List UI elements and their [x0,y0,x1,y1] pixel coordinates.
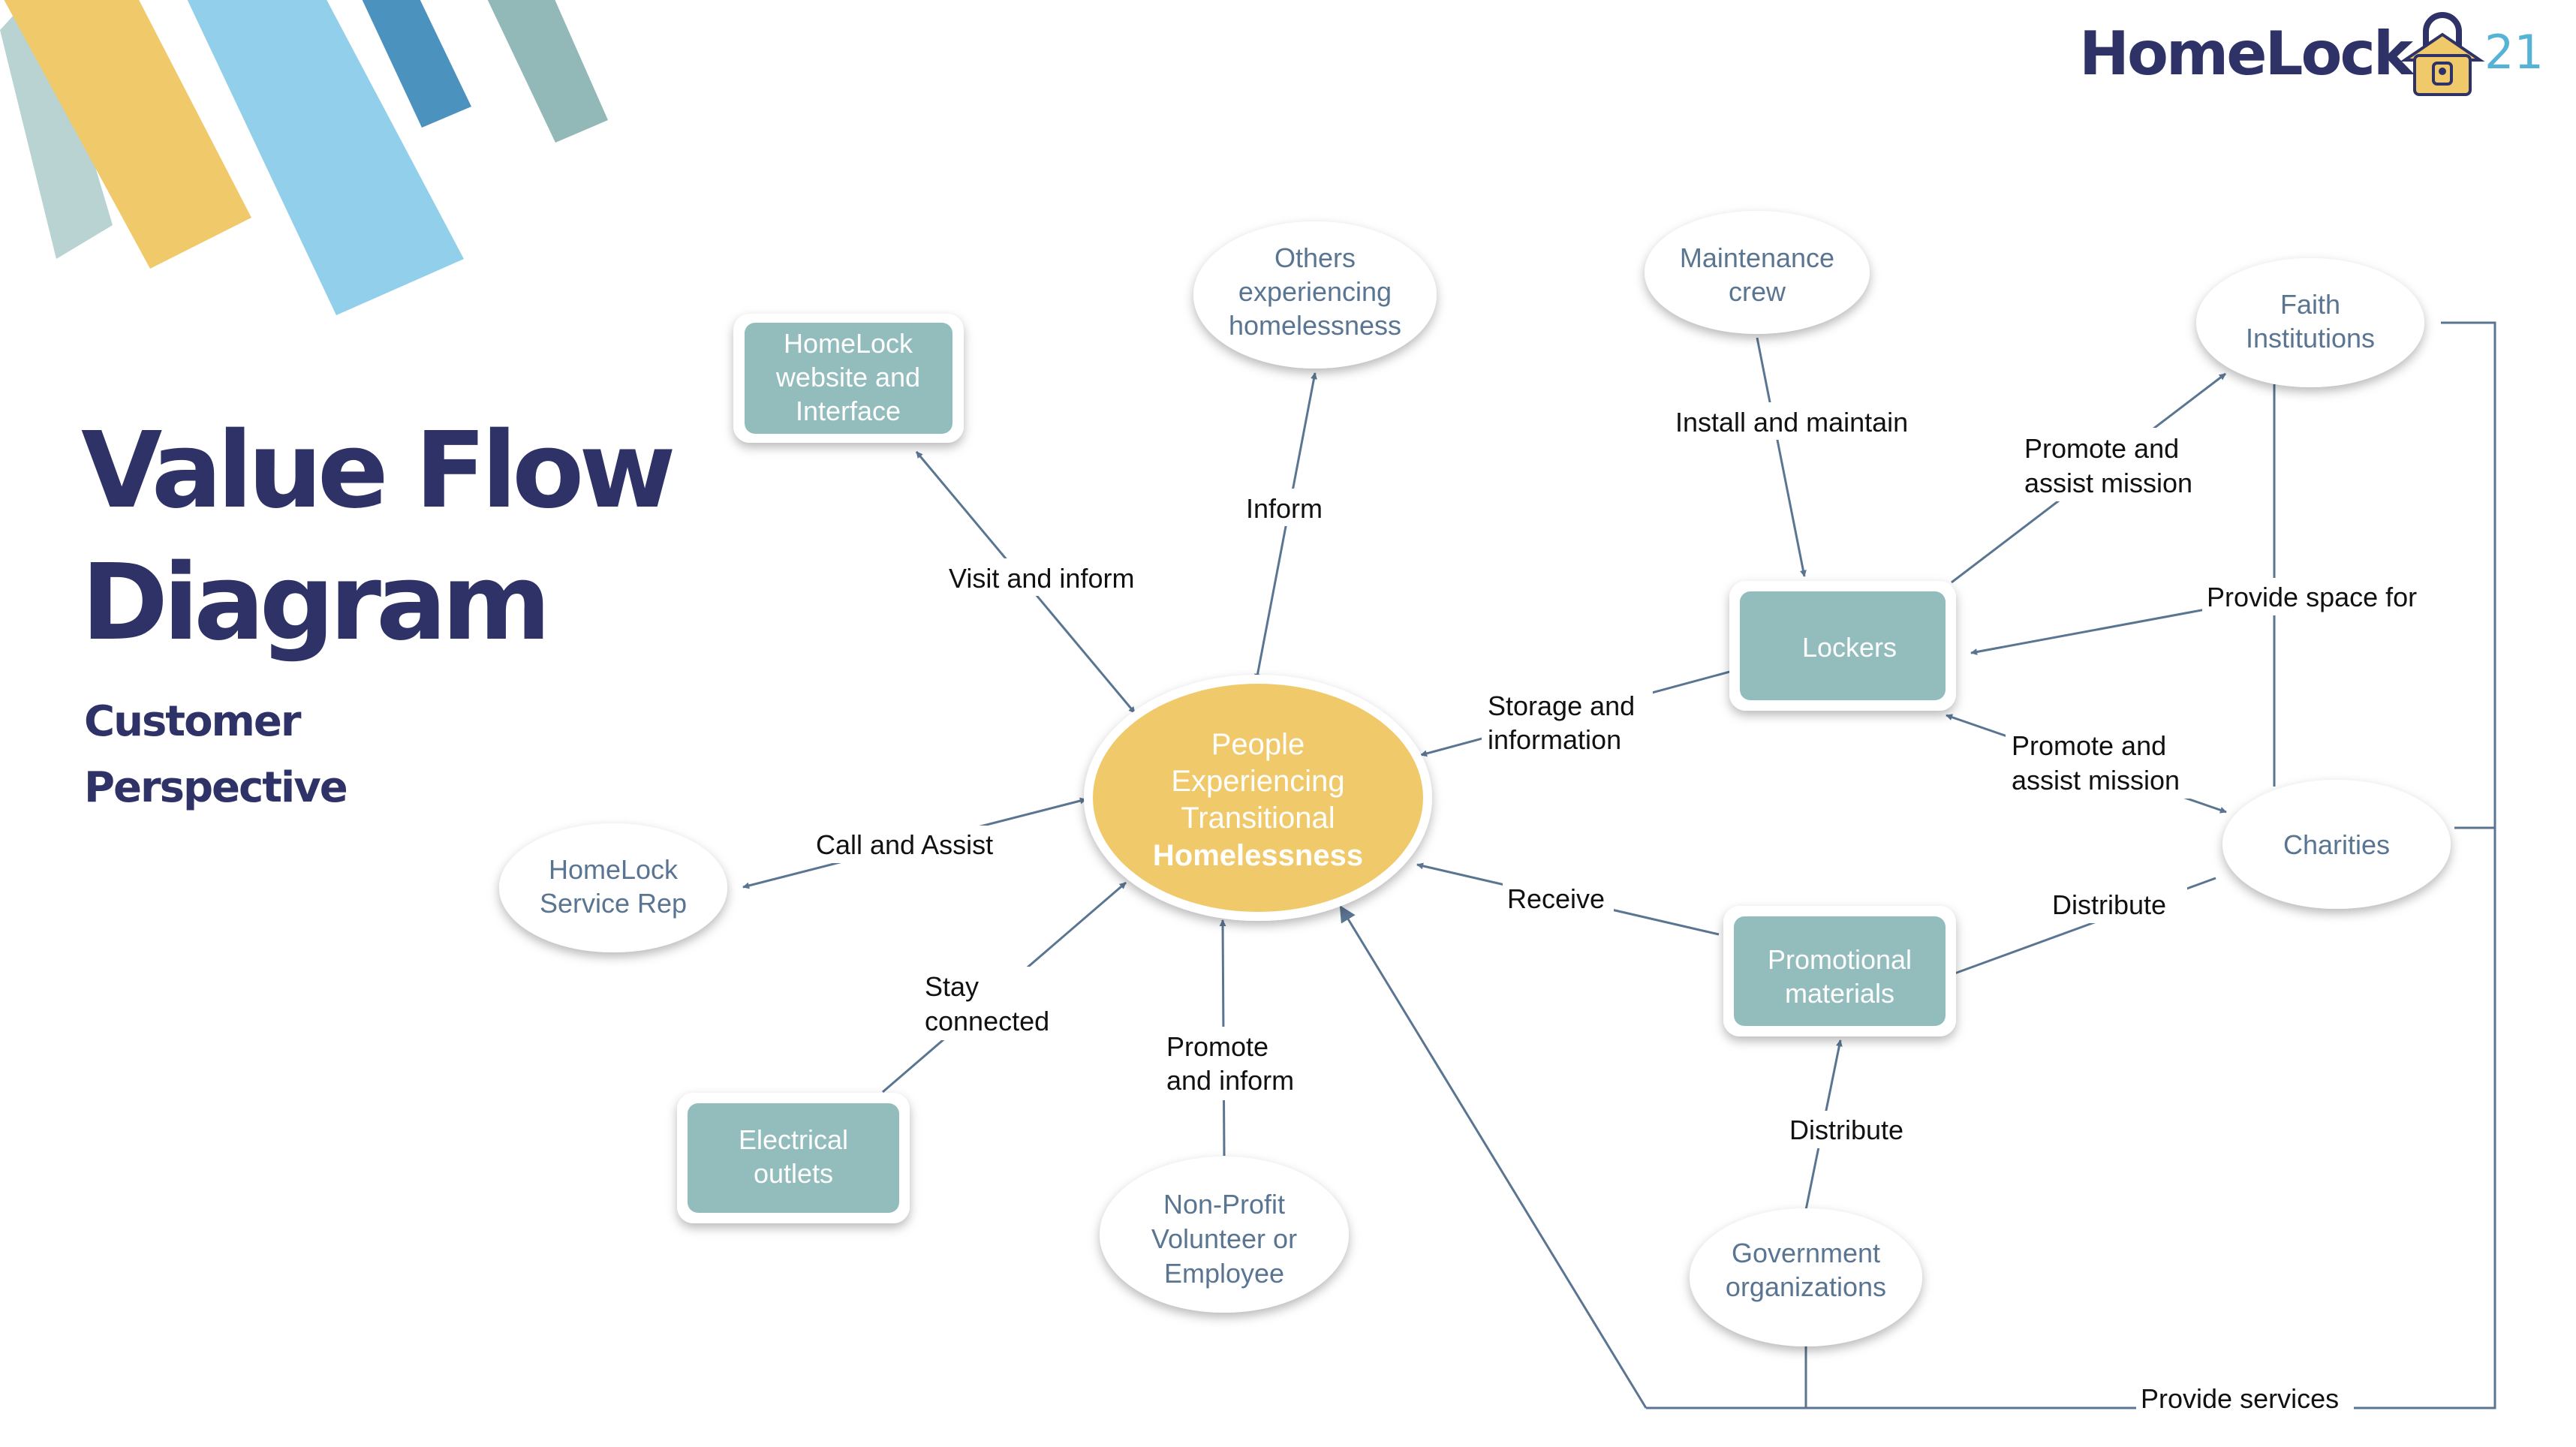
brand-wordmark: HomeLock [2079,19,2413,89]
label-install-maintain: Install and maintain [1675,407,1908,438]
node-website: HomeLock website and Interface [733,314,964,443]
node-others: Others experiencing homelessness [1193,221,1437,369]
label-distribute-gov: Distribute [1789,1115,1903,1145]
page-title: Value Flow Diagram [81,405,682,669]
house-lock-icon [2400,12,2485,96]
node-nonprofit-line1: Non-Profit [1163,1189,1285,1220]
node-service-rep: HomeLock Service Rep [499,823,727,952]
node-promo-line2: materials [1785,978,1894,1009]
page-subtitle: Customer Perspective [84,689,459,821]
node-promo-line1: Promotional [1768,944,1912,975]
connector-provide-services [1339,905,1648,1409]
connector-provide-services-bracket [1646,321,2496,1409]
stripe-blue [362,0,471,128]
stripe-pale [0,0,113,259]
decorative-stripes [0,0,608,315]
page-title-line2: Diagram [81,542,551,664]
node-service-rep-line2: Service Rep [540,888,687,919]
label-promote-assist-top-1: Promote and [2024,433,2179,464]
label-storage-2: information [1488,724,1621,755]
label-promote-inform-2: and inform [1166,1065,1294,1096]
label-receive: Receive [1507,883,1605,914]
node-electrical-line2: outlets [754,1158,833,1189]
node-others-line3: homelessness [1229,310,1401,341]
label-promote-assist-bottom-1: Promote and [2012,730,2166,761]
label-stay-connected-1: Stay [925,971,979,1002]
stripe-lightblue [187,0,464,315]
node-nonprofit-line3: Employee [1164,1258,1284,1289]
label-promote-assist-bottom-2: assist mission [2012,765,2180,796]
label-storage-1: Storage and [1488,690,1635,721]
node-others-line2: experiencing [1238,276,1392,307]
node-faith-line1: Faith [2280,289,2340,320]
node-faith: Faith Institutions [2196,258,2424,387]
node-center-line3: Transitional [1181,802,1335,835]
connector-inform [1254,372,1317,681]
label-promote-assist-top-2: assist mission [2024,468,2192,498]
connector-labels: Visit and inform Inform Install and main… [812,402,2436,1418]
node-electrical-line1: Electrical [739,1124,848,1155]
node-charities: Charities [2222,780,2451,909]
node-center: People Experiencing Transitional Homeles… [1084,675,1432,921]
label-stay-connected-2: connected [925,1006,1049,1036]
node-website-line2: website and [775,362,920,393]
node-government-line1: Government [1732,1238,1880,1268]
node-electrical: Electrical outlets [677,1093,910,1223]
node-maintenance-line2: crew [1729,276,1786,307]
label-call-assist: Call and Assist [816,829,993,860]
node-promo: Promotional materials [1723,906,1956,1036]
page-number: 21 [2484,25,2544,80]
node-lockers: Lockers [1729,581,1956,711]
node-others-line1: Others [1274,242,1356,273]
page-subtitle-line1: Customer [84,697,302,746]
node-center-line1: People [1211,728,1305,761]
label-promote-inform-1: Promote [1166,1031,1268,1062]
label-distribute-charities: Distribute [2052,889,2166,920]
node-service-rep-line1: HomeLock [549,854,679,885]
node-center-line4: Homelessness [1153,839,1363,872]
node-government: Government organizations [1690,1208,1922,1346]
stripe-yellow [4,0,251,269]
node-website-line1: HomeLock [784,328,913,359]
node-charities-line1: Charities [2283,829,2390,860]
label-visit-inform: Visit and inform [949,563,1134,594]
label-inform: Inform [1246,493,1323,524]
page-subtitle-line2: Perspective [84,763,348,812]
stripe-teal [487,0,608,143]
page-title-line1: Value Flow [81,410,676,532]
node-faith-line2: Institutions [2246,323,2375,353]
node-website-line3: Interface [796,396,901,426]
node-nonprofit: Non-Profit Volunteer or Employee [1100,1157,1349,1313]
label-provide-space: Provide space for [2207,582,2417,612]
node-government-line2: organizations [1726,1271,1886,1302]
node-maintenance: Maintenance crew [1645,211,1870,334]
node-lockers-line1: Lockers [1802,632,1897,663]
node-maintenance-line1: Maintenance [1680,242,1834,273]
node-nonprofit-line2: Volunteer or [1151,1223,1297,1254]
connector-install-maintain [1756,337,1807,577]
node-center-line2: Experiencing [1171,765,1344,798]
label-provide-services: Provide services [2141,1383,2339,1414]
